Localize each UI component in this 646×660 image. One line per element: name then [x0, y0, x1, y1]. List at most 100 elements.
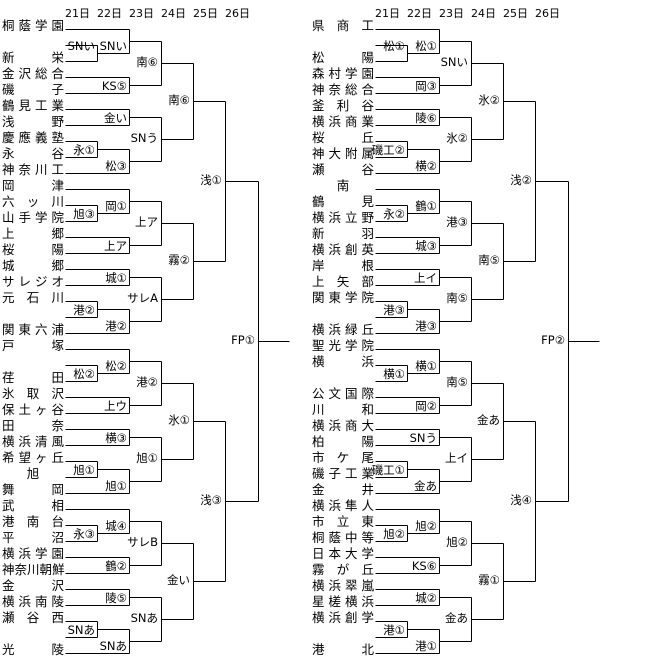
match-result: 永③	[73, 527, 95, 541]
team-name: 鶴見工業	[2, 98, 64, 113]
team-name: 旭	[26, 466, 40, 481]
team-name: 金沢	[2, 578, 64, 593]
team-name: 武相	[2, 498, 64, 513]
team-name: 山手学院	[2, 210, 64, 225]
bye-slot	[312, 35, 374, 49]
match-result: 鶴①	[415, 199, 437, 213]
team-name: 神奈川工	[2, 162, 64, 177]
match-result: 松②	[73, 367, 95, 381]
date-header: 22日	[97, 7, 122, 20]
date-header: 22日	[407, 7, 432, 20]
match-result: 旭①	[73, 463, 95, 477]
team-name: 瀬谷西	[2, 610, 64, 625]
match-result: 旭②	[383, 527, 405, 541]
round-winner: 氷②	[446, 131, 468, 145]
team-name: 公文国際	[312, 386, 374, 401]
team-name: 桐蔭中等	[312, 530, 374, 545]
bye-slot	[2, 355, 64, 369]
team-name: 港南台	[2, 514, 64, 529]
team-name: 市立東	[312, 514, 374, 529]
team-name: 日本大学	[312, 546, 374, 561]
team-name: 関東学院	[312, 290, 374, 305]
match-result: 横②	[415, 159, 437, 173]
round-winner: 霧②	[168, 253, 190, 267]
match-result: 磯工②	[371, 143, 405, 157]
team-name: 新栄	[2, 50, 64, 65]
team-name: 戸塚	[2, 338, 64, 353]
match-result: KS⑤	[101, 79, 127, 93]
round-winner: 南⑤	[446, 375, 468, 389]
date-header: 21日	[375, 7, 400, 20]
match-result: 旭②	[415, 519, 437, 533]
match-result: 港②	[105, 319, 127, 333]
match-result: SNい	[67, 39, 95, 53]
match-result: 港①	[383, 623, 405, 637]
round-winner: 旭②	[446, 535, 468, 549]
match-result: 旭③	[73, 207, 95, 221]
date-header: 25日	[193, 7, 218, 20]
team-name: 磯子	[2, 82, 64, 97]
team-name: 田奈	[2, 418, 64, 433]
team-name: 横浜清風	[2, 434, 64, 449]
match-result: SNう	[409, 431, 437, 445]
round-winner: 上ア	[135, 215, 158, 229]
team-name: 慶應義塾	[2, 130, 64, 145]
team-name: 横浜商業	[312, 114, 374, 129]
match-result: SNあ	[67, 623, 95, 637]
match-result: 港③	[415, 319, 437, 333]
match-result: 松①	[415, 39, 437, 53]
match-result: 岡③	[415, 79, 437, 93]
round-winner: 金あ	[477, 413, 500, 427]
team-name: 横浜創学	[312, 610, 374, 625]
team-name: 市ケ尾	[312, 450, 374, 465]
team-name: 横浜緑丘	[312, 322, 374, 337]
team-name: 金沢総合	[2, 66, 64, 81]
team-name: 桜丘	[312, 130, 374, 145]
team-name: 浅野	[2, 114, 64, 129]
round-winner: 霧①	[478, 573, 500, 587]
match-result: 陵⑥	[415, 111, 437, 125]
match-result: SNあ	[99, 639, 127, 653]
team-name: 保土ヶ谷	[2, 402, 64, 417]
date-header: 25日	[503, 7, 528, 20]
match-result: 横③	[105, 431, 127, 445]
team-name: 関東六浦	[2, 322, 64, 337]
match-result: 金あ	[414, 479, 437, 493]
team-name: 希望ヶ丘	[2, 450, 64, 465]
team-name: 霧が丘	[312, 562, 374, 577]
round-winner: 上イ	[445, 451, 468, 465]
team-name: サレジオ	[2, 274, 64, 289]
date-header: 26日	[535, 7, 560, 20]
team-name: 聖光学院	[312, 338, 374, 353]
round-winner: 南⑤	[446, 291, 468, 305]
team-name: 横浜商大	[312, 418, 374, 433]
team-name: 川和	[312, 402, 374, 417]
team-name: 鶴見	[312, 194, 374, 209]
team-name: 神奈川朝鮮	[2, 562, 65, 577]
round-winner: サレA	[127, 291, 158, 305]
team-name: 磯子工業	[312, 466, 374, 481]
round-winner: 氷②	[478, 93, 500, 107]
team-name: 横浜翠嵐	[312, 578, 374, 593]
round-winner: SNい	[440, 55, 468, 69]
team-name: 舞岡	[2, 482, 64, 497]
team-name: 瀬谷	[312, 162, 374, 177]
match-result: KS⑥	[411, 559, 437, 573]
team-name: 横浜創英	[312, 242, 374, 257]
match-result: 陵⑤	[105, 591, 127, 605]
match-result: 港③	[383, 303, 405, 317]
team-name: 金井	[312, 482, 374, 497]
round-winner: 南⑥	[136, 55, 158, 69]
team-name: 森村学園	[312, 66, 374, 81]
round-winner: SNあ	[130, 611, 158, 625]
team-name: 元石川	[2, 290, 64, 305]
match-result: 鶴②	[105, 559, 127, 573]
match-result: 永①	[73, 143, 95, 157]
team-name: 神大附属	[312, 146, 374, 161]
match-result: 港①	[415, 639, 437, 653]
team-name: 横浜立野	[312, 210, 374, 225]
bye-slot	[2, 307, 64, 321]
team-name: 上郷	[2, 226, 64, 241]
match-result: 松①	[383, 39, 405, 53]
